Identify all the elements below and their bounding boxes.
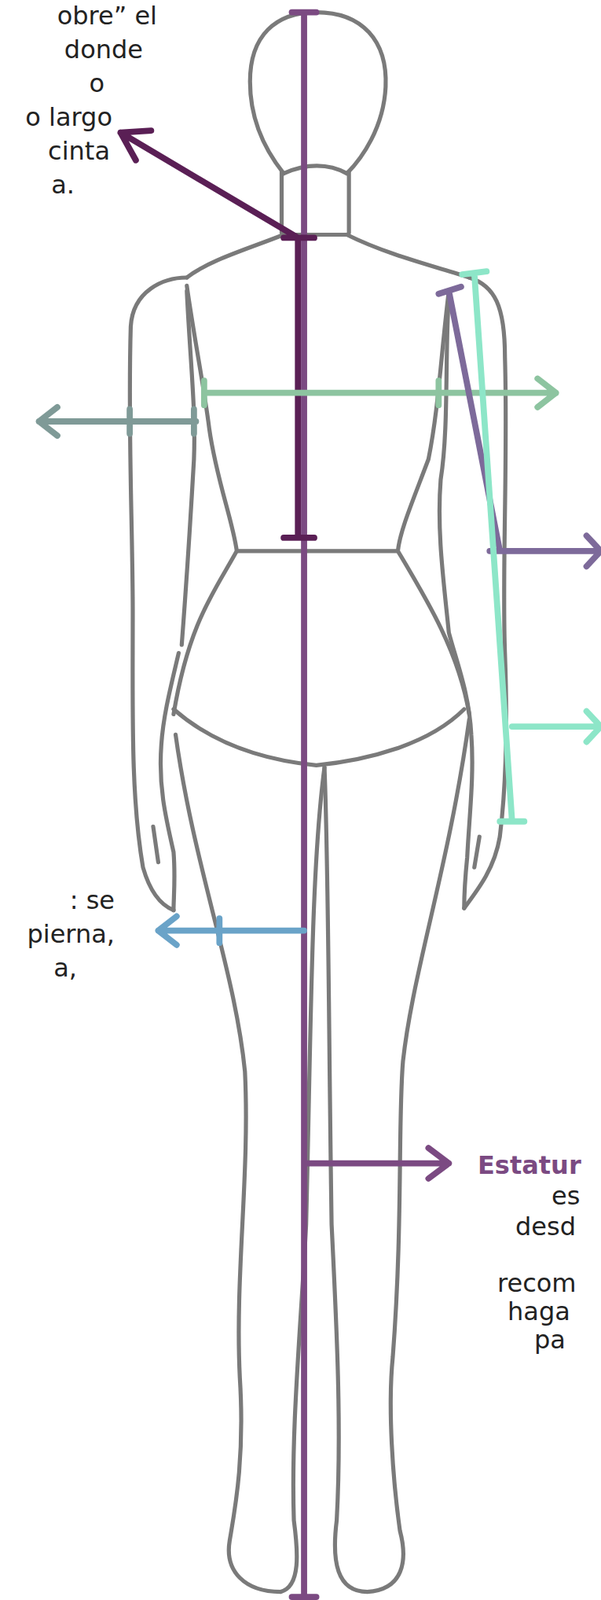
callout-text: desd (515, 1209, 576, 1243)
callout-text: recom (497, 1266, 576, 1299)
callout-text: Estatur (477, 1148, 582, 1181)
callout-text: es (551, 1179, 580, 1212)
callout-text: haga (507, 1294, 571, 1327)
callout-text: o (88, 67, 105, 100)
callout-text: pierna, (26, 917, 115, 950)
callout-text: : se (69, 883, 115, 917)
callout-text: a. (51, 168, 75, 202)
callout-text: cinta (47, 135, 110, 168)
callout-text: o largo (25, 101, 113, 134)
callout-text: a, (53, 951, 77, 984)
callout-text: pa (534, 1322, 566, 1356)
callout-text: donde (64, 33, 143, 66)
callout-text: obre” el (57, 0, 158, 33)
